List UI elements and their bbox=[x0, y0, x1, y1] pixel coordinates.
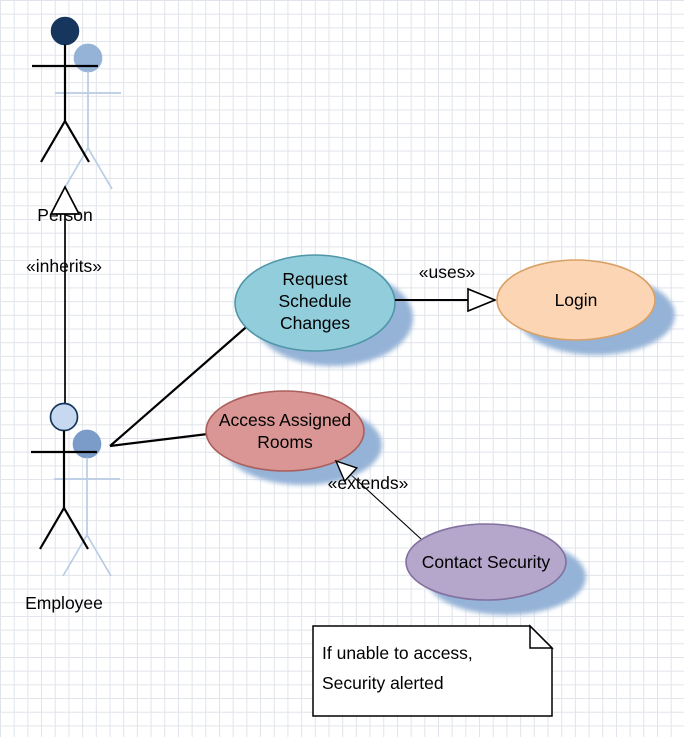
contact-security-text: Contact Security bbox=[422, 552, 551, 572]
inherits-label: «inherits» bbox=[26, 256, 102, 276]
person-head bbox=[50, 16, 80, 46]
employee-head bbox=[49, 402, 79, 432]
note-folded-corner bbox=[529, 624, 554, 649]
use-case-contact-security bbox=[405, 523, 567, 601]
association-employee-access-rooms bbox=[109, 431, 217, 448]
extends-label: «extends» bbox=[328, 473, 409, 493]
request-schedule-changes-text-2: Schedule bbox=[279, 291, 352, 311]
uses-arrowhead bbox=[467, 287, 498, 313]
access-assigned-rooms-text-2: Rooms bbox=[257, 432, 313, 452]
generalization-arrowhead bbox=[49, 185, 81, 215]
request-schedule-changes-text-3: Changes bbox=[280, 313, 350, 333]
access-assigned-rooms-text-1: Access Assigned bbox=[219, 410, 351, 430]
note-text-1: If unable to access, bbox=[322, 643, 473, 663]
uses-label: «uses» bbox=[419, 262, 476, 282]
use-case-request-schedule-changes bbox=[234, 254, 396, 352]
use-case-login bbox=[496, 259, 656, 341]
note-body bbox=[312, 625, 553, 717]
association-employee-request-schedule bbox=[109, 321, 253, 447]
login-text: Login bbox=[555, 290, 598, 310]
note-text-2: Security alerted bbox=[322, 673, 444, 693]
actor-person bbox=[32, 16, 98, 163]
note: If unable to access, Security alerted bbox=[312, 624, 554, 717]
person-shadow-head bbox=[73, 43, 103, 73]
use-case-access-assigned-rooms bbox=[205, 390, 365, 472]
extends-arrowhead bbox=[334, 459, 359, 483]
extends-line bbox=[350, 474, 422, 540]
actor-employee bbox=[31, 402, 97, 550]
request-schedule-changes-text-1: Request bbox=[282, 269, 347, 289]
employee-label: Employee bbox=[25, 593, 103, 613]
employee-shadow-head bbox=[72, 429, 102, 459]
